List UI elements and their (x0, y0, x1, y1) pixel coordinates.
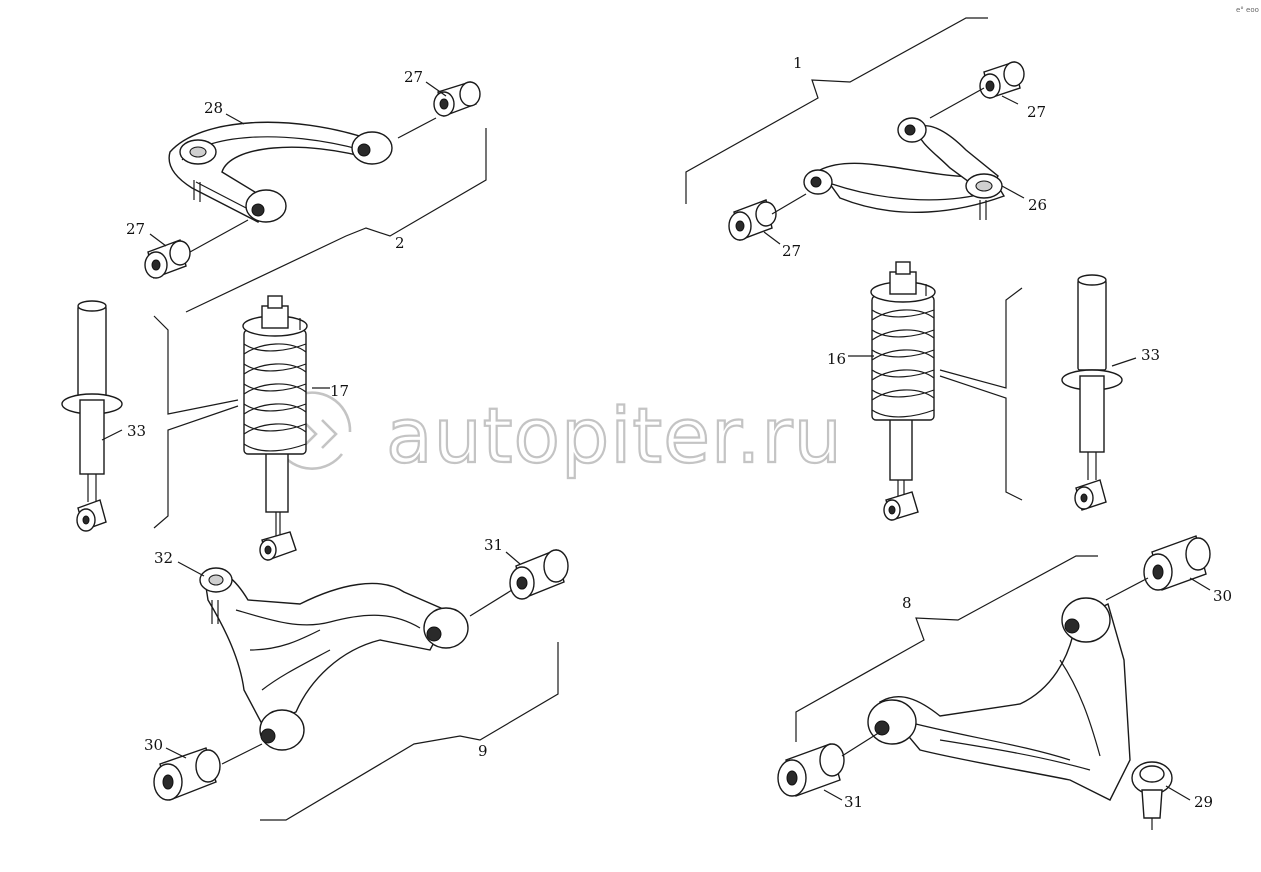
bushing-27-right-top (979, 61, 1025, 99)
callout-1: 1 (793, 54, 803, 72)
callout-29: 29 (1194, 793, 1213, 811)
leader-lines (101, 81, 1211, 801)
watermark-text: autopiter.ru (386, 391, 843, 480)
assembly-bracket-2 (185, 128, 487, 313)
callout-labels: 1 2 8 9 16 17 26 27 27 27 27 28 29 30 30… (126, 54, 1232, 811)
callout-9: 9 (478, 742, 488, 760)
shock-absorber-left (61, 300, 123, 532)
assembly-bracket-1 (685, 17, 988, 204)
watermark: autopiter.ru (272, 390, 843, 481)
callout-26: 26 (1028, 196, 1047, 214)
callout-8: 8 (902, 594, 912, 612)
callout-32: 32 (154, 549, 173, 567)
bushing-27-left-top (433, 81, 481, 117)
callout-33-right: 33 (1141, 346, 1160, 364)
callout-17: 17 (330, 382, 349, 400)
assembly-bracket-9 (260, 642, 559, 821)
corner-mark: e° eoo (1236, 6, 1259, 14)
callout-31-left: 31 (484, 536, 503, 554)
shock-absorber-right (1061, 274, 1123, 511)
callout-16: 16 (827, 350, 846, 368)
bushing-30-left (153, 747, 221, 801)
bushing-31-right (777, 743, 845, 797)
upper-control-arm-left (168, 121, 393, 223)
assembly-bracket-right-strut (939, 287, 1023, 501)
callout-27-left-bottom: 27 (126, 220, 145, 238)
callout-27-right-top: 27 (1027, 103, 1046, 121)
coil-spring-strut-left (242, 295, 308, 561)
callout-30-right: 30 (1213, 587, 1232, 605)
bushing-30-right (1143, 535, 1211, 591)
callout-33-left: 33 (127, 422, 146, 440)
bushing-27-left-bottom (144, 239, 191, 279)
assembly-bracket-left-strut (153, 315, 239, 529)
callout-31-right: 31 (844, 793, 863, 811)
coil-spring-strut-right (870, 261, 936, 521)
upper-control-arm-right (803, 117, 1006, 220)
callout-30-left: 30 (144, 736, 163, 754)
callout-27-left-top: 27 (404, 68, 423, 86)
callout-27-right-bottom: 27 (782, 242, 801, 260)
callout-28: 28 (204, 99, 223, 117)
lower-control-arm-left (199, 567, 469, 751)
assembly-bracket-8 (795, 555, 1098, 742)
bushing-31-left (509, 549, 569, 600)
bushing-27-right-bottom (728, 199, 777, 241)
lower-control-arm-right (867, 597, 1173, 830)
callout-2: 2 (395, 234, 405, 252)
